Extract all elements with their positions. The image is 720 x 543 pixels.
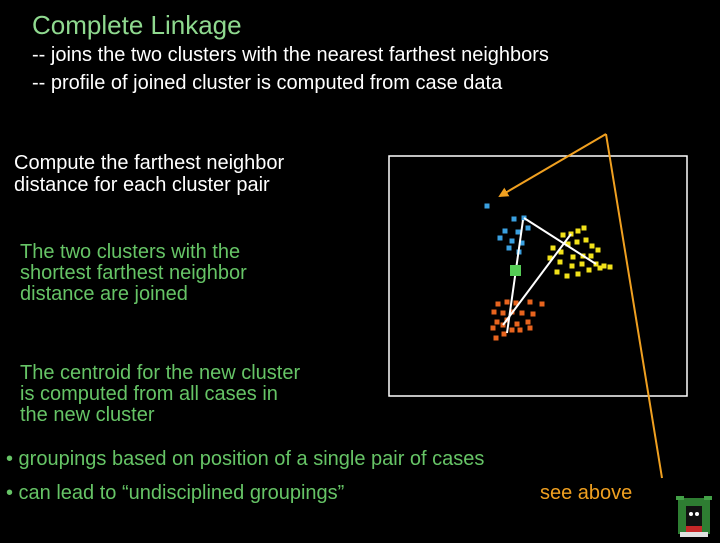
yellow-cluster-point [583, 237, 589, 243]
yellow-cluster-point [554, 269, 560, 275]
yellow-cluster-point [570, 254, 576, 260]
yellow-cluster-point [595, 247, 601, 253]
orange-cluster-point [493, 335, 499, 341]
farthest-neighbor-line-blue-orange [506, 219, 524, 334]
yellow-cluster-point [581, 225, 587, 231]
yellow-cluster-point [550, 245, 556, 251]
orange-cluster-point [514, 321, 520, 327]
orange-cluster-point [525, 319, 531, 325]
yellow-cluster-point [564, 273, 570, 279]
blue-cluster-point [497, 235, 503, 241]
yellow-cluster-point [597, 265, 603, 271]
orange-cluster-point [517, 327, 523, 333]
subtitle-line-1: -- joins the two clusters with the neare… [32, 44, 549, 66]
yellow-cluster-point [607, 264, 613, 270]
orange-cluster-point [501, 331, 507, 337]
yellow-cluster-point [560, 232, 566, 238]
orange-cluster-point [519, 310, 525, 316]
blue-cluster-point [506, 245, 512, 251]
yellow-cluster-point [589, 243, 595, 249]
plot-frame [388, 155, 688, 397]
orange-cluster-point [527, 325, 533, 331]
step-compute-centroid: The centroid for the new cluster is comp… [20, 362, 301, 426]
yellow-cluster-point [575, 228, 581, 234]
callout-arrow-stem [605, 133, 663, 479]
subtitle-line-2: -- profile of joined cluster is computed… [32, 72, 503, 94]
blue-cluster-point [511, 216, 517, 222]
orange-cluster-point [509, 327, 515, 333]
step-join-clusters: The two clusters with the shortest farth… [20, 241, 247, 305]
alien-character-icon [672, 492, 716, 543]
new-cluster-centroid [510, 265, 521, 276]
yellow-cluster-point [575, 271, 581, 277]
orange-cluster-point [491, 309, 497, 315]
yellow-cluster-point [586, 267, 592, 273]
orange-cluster-point [527, 299, 533, 305]
step-compute-distances: Compute the farthest neighbor distance f… [14, 152, 285, 196]
orange-cluster-point [513, 300, 519, 306]
orange-cluster-point [494, 319, 500, 325]
yellow-cluster-point [565, 241, 571, 247]
blue-cluster-point [519, 240, 525, 246]
yellow-cluster-point [588, 253, 594, 259]
yellow-cluster-point [558, 249, 564, 255]
see-above-callout: see above [540, 482, 633, 504]
callout-arrow [498, 133, 607, 198]
orange-cluster-point [504, 299, 510, 305]
yellow-cluster-point [569, 263, 575, 269]
blue-cluster-point [515, 229, 521, 235]
farthest-neighbor-line-yellow-orange [502, 233, 572, 326]
yellow-cluster-point [574, 239, 580, 245]
blue-cluster-point [502, 228, 508, 234]
yellow-cluster-point [557, 259, 563, 265]
yellow-cluster-point [547, 255, 553, 261]
orange-cluster-point [530, 311, 536, 317]
orange-cluster-point [495, 301, 501, 307]
orange-cluster-point [500, 310, 506, 316]
bullet-undisciplined: • can lead to “undisciplined groupings” [6, 482, 345, 504]
slide-title: Complete Linkage [32, 10, 242, 40]
farthest-neighbor-line-blue-yellow [523, 217, 597, 265]
blue-cluster-point [509, 238, 515, 244]
yellow-cluster-point [601, 263, 607, 269]
orange-cluster-point [539, 301, 545, 307]
blue-cluster-point [525, 225, 531, 231]
bullet-single-pair: • groupings based on position of a singl… [6, 448, 485, 470]
blue-cluster-point [484, 203, 490, 209]
orange-cluster-point [490, 325, 496, 331]
yellow-cluster-point [579, 261, 585, 267]
